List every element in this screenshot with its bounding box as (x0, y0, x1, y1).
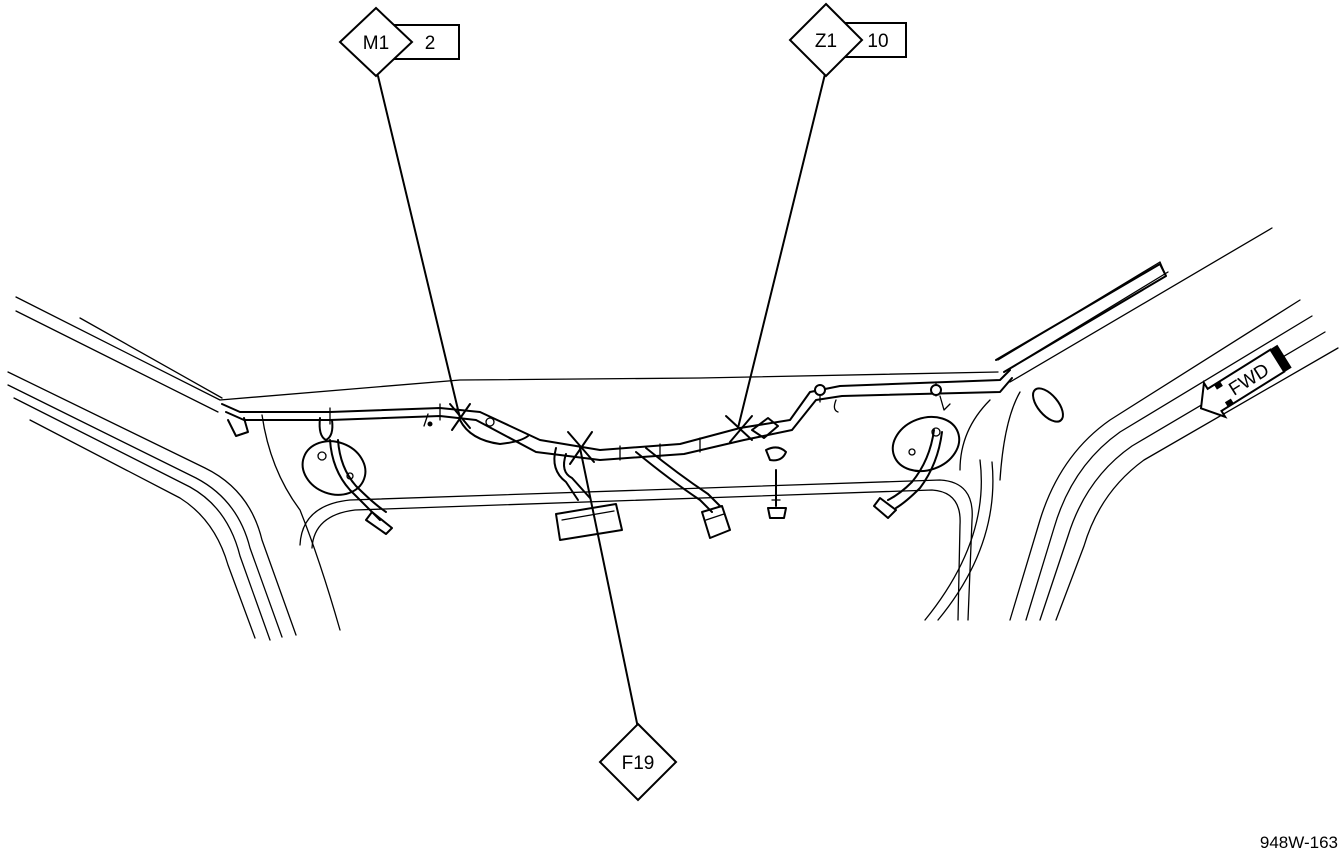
splice-mark-f19 (567, 431, 595, 465)
fwd-direction-arrow: FWD (1199, 344, 1292, 419)
callout-z1-ref: 10 (867, 31, 888, 52)
callout-f19: F19 (598, 722, 678, 802)
callout-z1-code: Z1 (815, 31, 837, 52)
callout-leader-lines (377, 69, 827, 729)
callout-m1-ref: 2 (425, 33, 436, 54)
callout-f19-code: F19 (622, 753, 655, 774)
callout-m1-code: M1 (363, 33, 389, 54)
vehicle-roof-outline (7, 227, 1339, 641)
main-wire-harness (221, 369, 1013, 541)
callout-z1: Z1 10 (788, 2, 907, 78)
callout-m1: M1 2 (338, 6, 460, 78)
figure-id: 948W-163 (1260, 833, 1338, 852)
splice-mark-m1 (449, 403, 471, 431)
splice-mark-z1 (725, 415, 753, 443)
